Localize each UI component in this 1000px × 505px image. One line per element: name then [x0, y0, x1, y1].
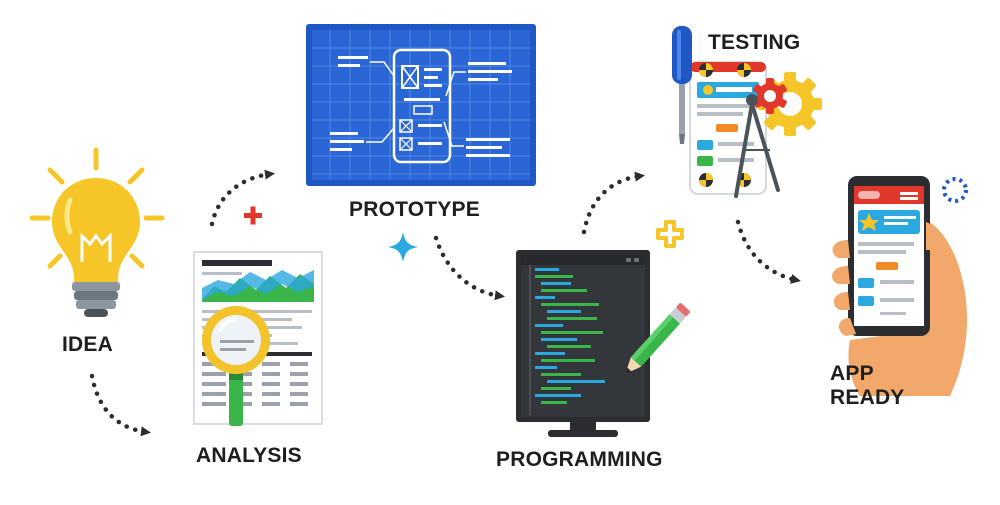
crash-test-marker-icon — [699, 63, 751, 187]
programming-monitor-icon — [516, 250, 650, 437]
sparkle-decoration-blue — [388, 232, 418, 262]
stage-label-app-ready-line1: APP — [830, 362, 874, 385]
calipers-icon — [734, 94, 780, 198]
pencil-icon — [625, 303, 690, 374]
arrow-programming-to-testing — [581, 171, 645, 235]
plus-decoration-yellow — [656, 220, 684, 248]
stage-label-testing: TESTING — [708, 31, 801, 54]
arrow-prototype-to-programming — [433, 235, 505, 301]
stage-label-idea: IDEA — [62, 333, 113, 356]
magnifier-icon — [202, 306, 270, 426]
plus-decoration-red — [244, 206, 262, 225]
dotted-circle-decoration — [942, 177, 968, 203]
stage-label-app-ready-line2: READY — [830, 386, 905, 409]
screwdriver-icon — [672, 26, 692, 144]
arrow-analysis-to-prototype — [209, 169, 275, 227]
arrow-idea-to-analysis — [89, 373, 151, 437]
stage-label-programming: PROGRAMMING — [496, 448, 663, 471]
lightbulb-icon — [29, 147, 165, 317]
testing-phone-icon — [689, 61, 767, 195]
gear-icon — [753, 72, 822, 136]
stage-label-app-ready: APP READY — [830, 362, 905, 410]
prototype-blueprint-icon — [306, 24, 536, 186]
arrow-testing-to-app-ready — [735, 219, 801, 284]
app-ready-phone-icon — [832, 176, 968, 396]
stage-label-prototype: PROTOTYPE — [349, 198, 480, 221]
stage-label-analysis: ANALYSIS — [196, 444, 302, 467]
